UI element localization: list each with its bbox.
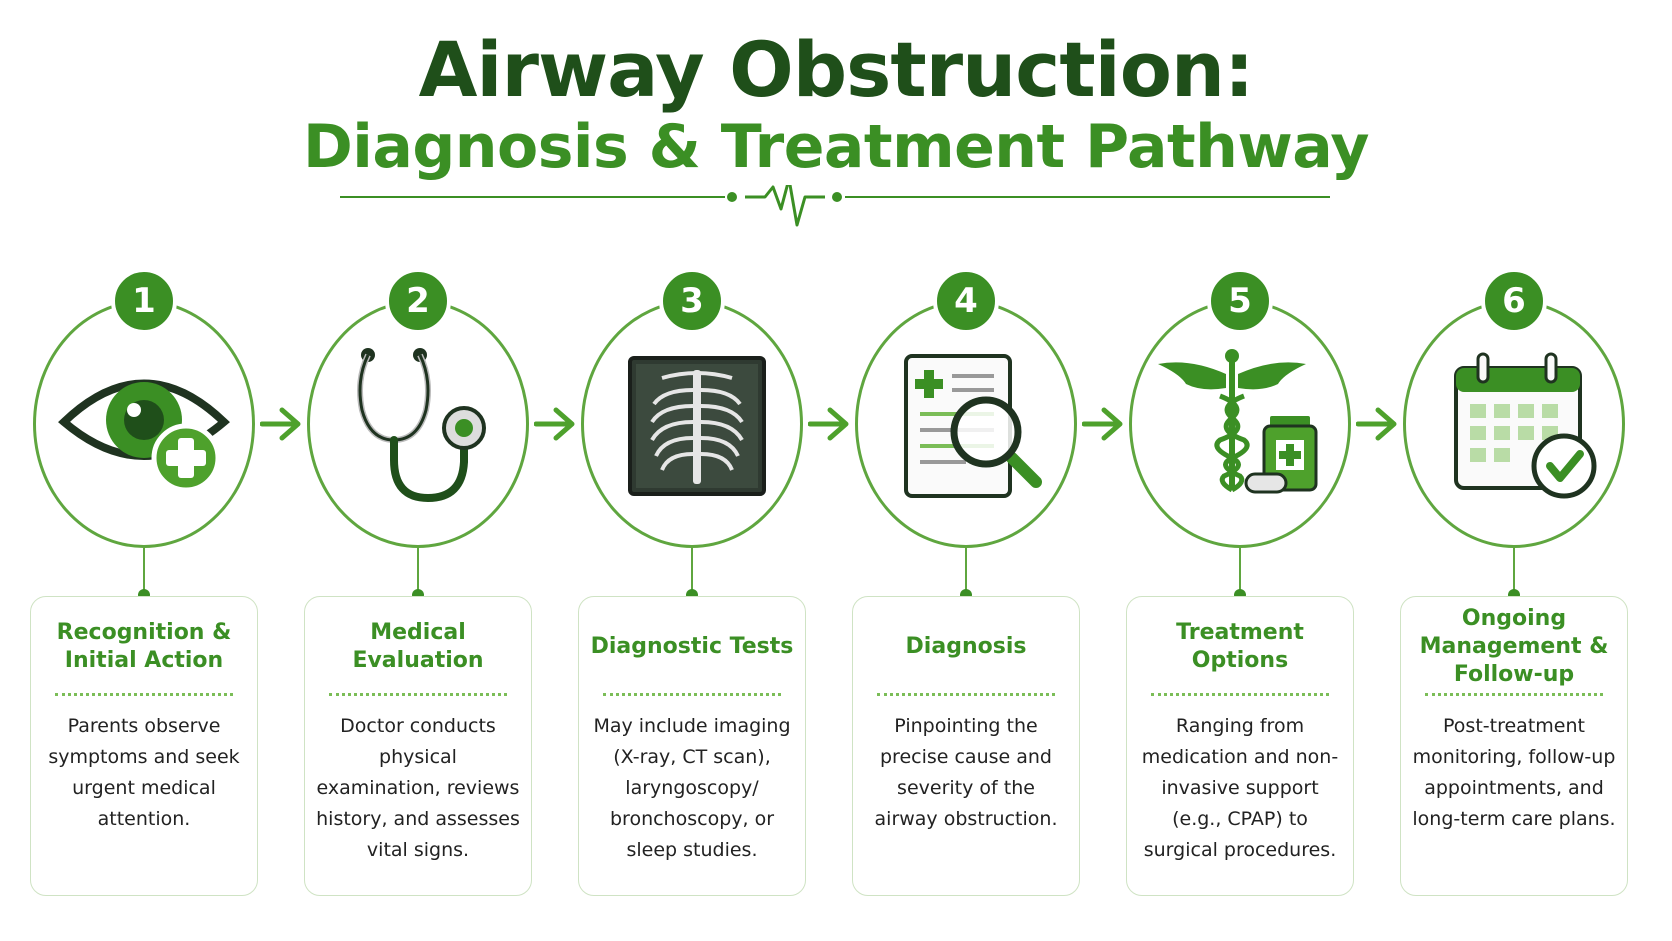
caduceus-medicine-icon xyxy=(1158,349,1318,494)
step-1-connector xyxy=(143,548,145,594)
step-1-title: Recognition & Initial Action xyxy=(56,620,232,673)
step-2-card: Medical Evaluation Doctor conducts physi… xyxy=(304,596,532,896)
step-1-card: Recognition & Initial Action Parents obs… xyxy=(30,596,258,896)
step-6-rule xyxy=(1425,693,1603,696)
heartbeat-divider-icon xyxy=(340,185,1330,227)
step-6-title: Ongoing Management & Follow-up xyxy=(1419,606,1609,687)
step-3-description: May include imaging (X-ray, CT scan), la… xyxy=(593,715,791,861)
step-5-card: Treatment Options Ranging from medicatio… xyxy=(1126,596,1354,896)
step-5-description: Ranging from medication and non-invasive… xyxy=(1141,715,1339,861)
step-6-card: Ongoing Management & Follow-up Post-trea… xyxy=(1400,596,1628,896)
step-3-rule xyxy=(603,693,781,696)
step-3-number: 3 xyxy=(659,268,725,334)
step-1-number: 1 xyxy=(111,268,177,334)
arrow-right-icon xyxy=(1356,407,1397,441)
step-2-description: Doctor conducts physical examination, re… xyxy=(316,715,520,861)
step-2-number: 2 xyxy=(385,268,451,334)
step-6-number: 6 xyxy=(1481,268,1547,334)
step-2-rule xyxy=(329,693,507,696)
step-3-card: Diagnostic Tests May include imaging (X-… xyxy=(578,596,806,896)
page-title: Airway Obstruction: xyxy=(418,25,1255,114)
step-6-connector xyxy=(1513,548,1515,594)
step-5-rule xyxy=(1151,693,1329,696)
calendar-check-icon xyxy=(1454,352,1597,499)
arrow-right-icon xyxy=(808,407,849,441)
step-5-title: Treatment Options xyxy=(1176,620,1304,673)
step-5-number: 5 xyxy=(1207,268,1273,334)
step-4-number: 4 xyxy=(933,268,999,334)
step-4-title: Diagnosis xyxy=(905,634,1027,659)
step-4-rule xyxy=(877,693,1055,696)
step-6-description: Post-treatment monitoring, follow-up app… xyxy=(1412,715,1616,830)
arrow-right-icon xyxy=(260,407,301,441)
report-magnifier-icon xyxy=(904,354,1042,498)
stethoscope-icon xyxy=(357,348,486,503)
step-4-card: Diagnosis Pinpointing the precise cause … xyxy=(852,596,1080,896)
arrow-right-icon xyxy=(1082,407,1123,441)
step-2-title: Medical Evaluation xyxy=(352,620,484,673)
step-4-connector xyxy=(965,548,967,594)
step-5-connector xyxy=(1239,548,1241,594)
step-1-rule xyxy=(55,693,233,696)
step-3-title: Diagnostic Tests xyxy=(590,634,794,659)
step-3-connector xyxy=(691,548,693,594)
step-4-description: Pinpointing the precise cause and severi… xyxy=(874,715,1058,830)
arrow-right-icon xyxy=(534,407,575,441)
eye-plus-icon xyxy=(58,379,230,493)
step-2-connector xyxy=(417,548,419,594)
chest-xray-icon xyxy=(628,356,766,496)
step-1-description: Parents observe symptoms and seek urgent… xyxy=(48,715,240,830)
page-subtitle: Diagnosis & Treatment Pathway xyxy=(302,112,1370,182)
